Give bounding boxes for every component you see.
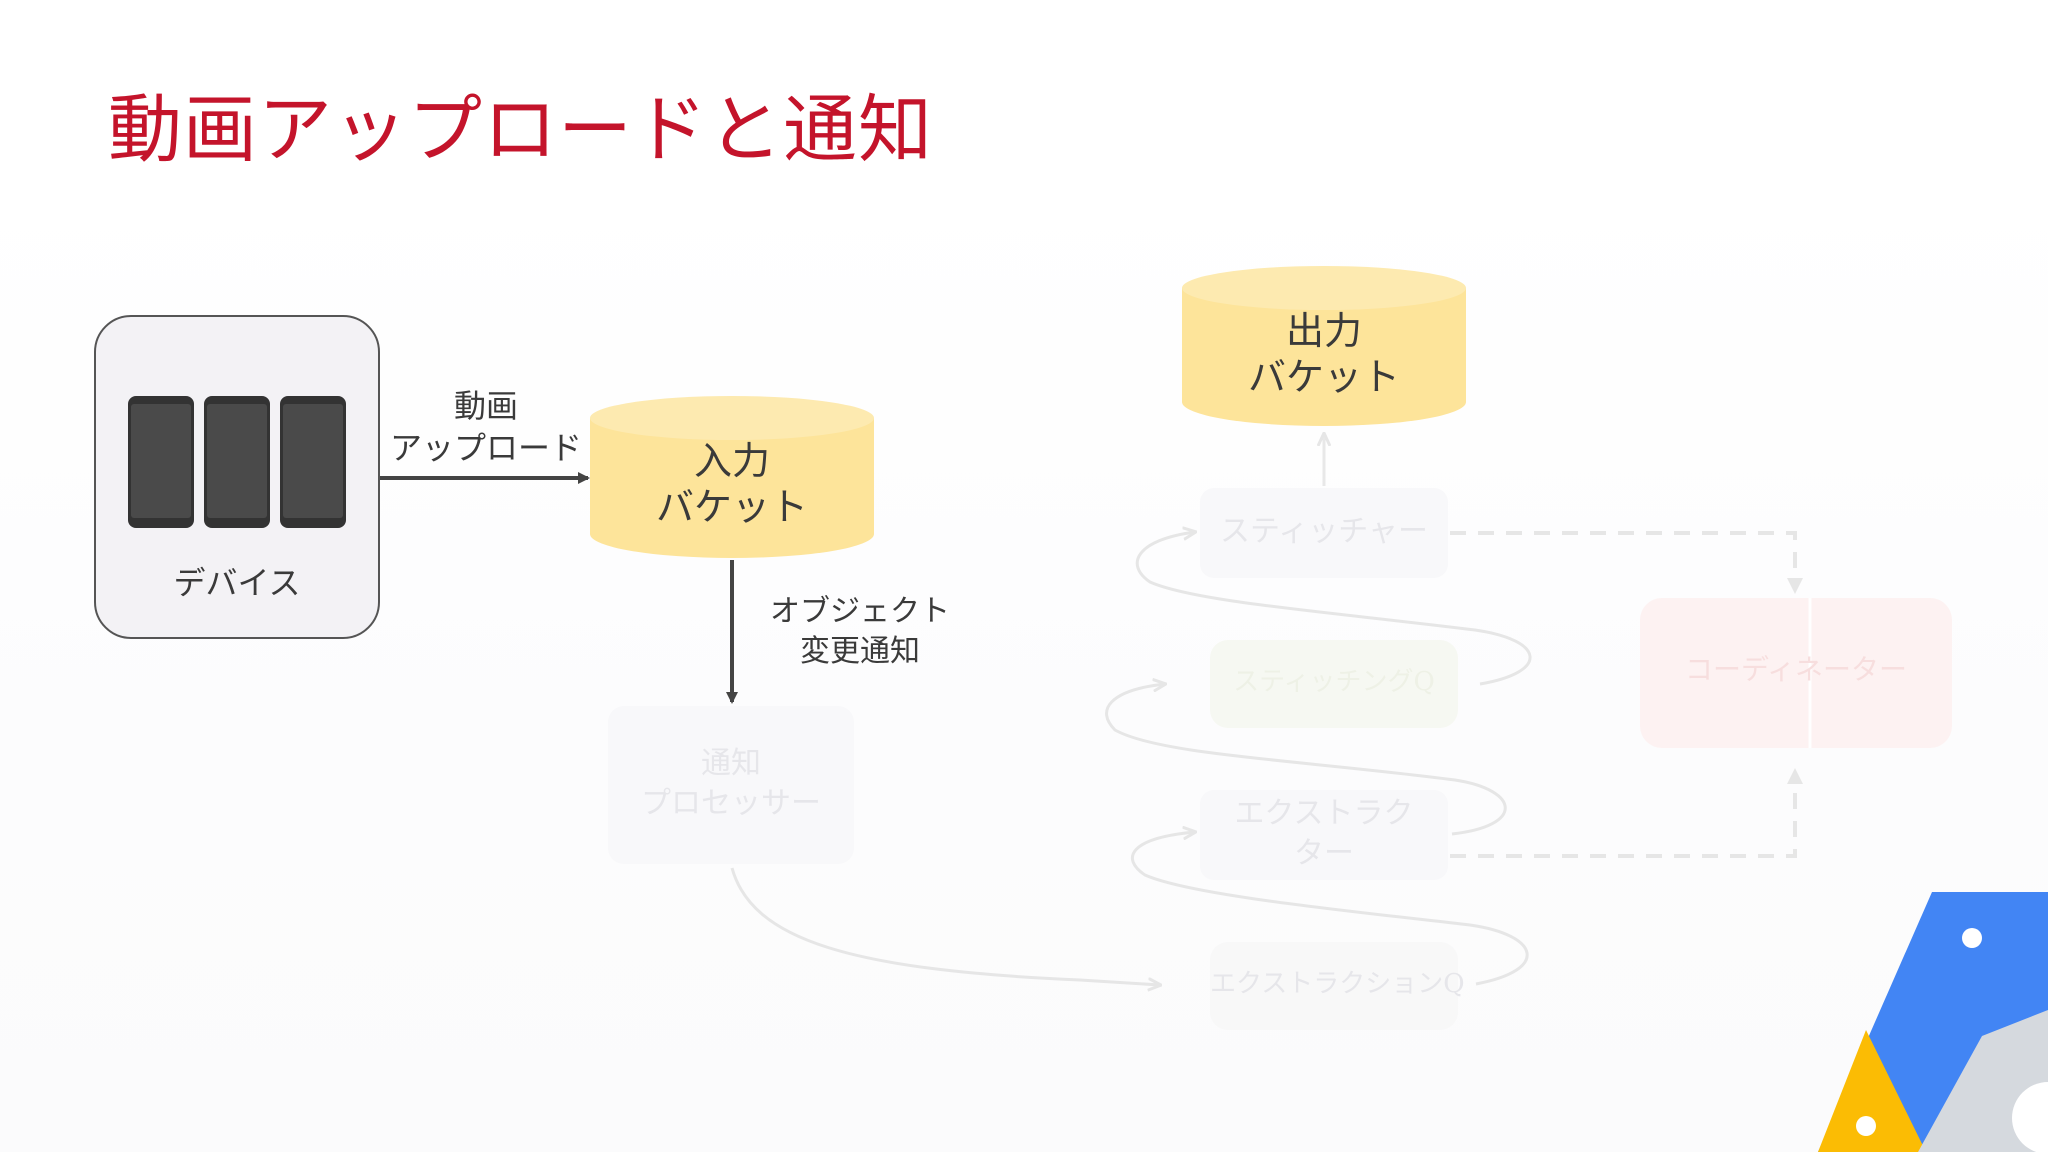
coordinator-label: コーディネーター <box>1684 653 1908 686</box>
stitcher-to-coordinator-dashed <box>1450 531 1803 594</box>
extractor-to-coordinator-dashed <box>1450 768 1803 858</box>
extractor-box <box>1200 790 1448 880</box>
device-label: デバイス <box>173 564 301 602</box>
page-title: 動画アップロードと通知 <box>108 87 933 173</box>
input-bucket-label: 入力 バケット <box>655 439 808 530</box>
object-change-label: オブジェクト 変更通知 <box>770 594 950 669</box>
stitching-queue-label: スティッチングQ <box>1233 667 1435 697</box>
input-bucket-cylinder <box>590 396 874 558</box>
phone-icon <box>128 396 194 528</box>
notification-processor-box <box>608 706 854 864</box>
phone-icon <box>204 396 270 528</box>
extraction-queue-label: エクストラクションQ <box>1210 969 1465 999</box>
coordinator-box <box>1640 598 1952 748</box>
output-bucket-cylinder <box>1182 266 1466 426</box>
cloud-logo <box>1818 892 2048 1152</box>
stitching-queue-box <box>1210 640 1458 728</box>
processor-to-extraction-queue-arrow <box>730 867 1160 985</box>
extraction-queue-to-extractor-arrow <box>1131 832 1529 986</box>
output-bucket-label: 出力 バケット <box>1247 309 1400 400</box>
extractor-label: エクストラク ター <box>1234 796 1414 871</box>
extraction-queue-box <box>1210 942 1458 1030</box>
phone-icon <box>280 396 346 528</box>
stitcher-label: スティッチャー <box>1220 514 1428 549</box>
upload-label: 動画 アップロード <box>389 387 582 467</box>
stitching-queue-to-stitcher-arrow <box>1135 532 1532 686</box>
stitcher-box <box>1200 488 1448 578</box>
extractor-to-stitching-queue-arrow <box>1105 684 1507 836</box>
notification-processor-label: 通知 プロセッサー <box>641 746 821 821</box>
